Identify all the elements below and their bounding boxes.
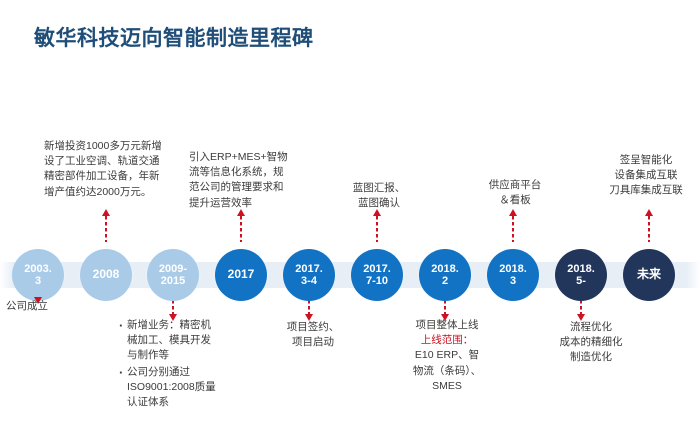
annotation-line: 刀具库集成互联 — [609, 184, 683, 197]
annotation-above-node-7: 供应商平台 ＆看板 — [467, 178, 563, 208]
timeline-node-0[interactable]: 2003. 3 — [12, 249, 64, 301]
annotation-above-node-1: 新增投资1000多万元新增设了工业空调、轨道交通精密部件加工设备，年新增产值约达… — [44, 139, 162, 200]
annotation-below-node-2: 新增业务：精密机械加工、模具开发与制作等公司分别通过ISO9001:2008质量… — [119, 317, 219, 411]
annotation-line: 蓝图确认 — [358, 197, 400, 210]
connector-arrowhead-down — [34, 297, 42, 304]
annotation-line: SMES — [432, 379, 462, 392]
annotation-bullet-item: 公司分别通过ISO9001:2008质量认证体系 — [119, 364, 219, 411]
annotation-line: E10 ERP、智 — [414, 349, 480, 362]
connector-arrowhead-up — [509, 209, 517, 216]
timeline-node-5[interactable]: 2017. 7-10 — [351, 249, 403, 301]
annotation-line: ＆看板 — [499, 194, 531, 207]
connector-line — [105, 216, 107, 242]
annotation-bullet-list: 新增业务：精密机械加工、模具开发与制作等公司分别通过ISO9001:2008质量… — [119, 317, 219, 411]
annotation-line: 蓝图汇报、 — [352, 182, 406, 194]
annotation-line: 上线范围： — [420, 334, 474, 347]
connector-arrowhead-up — [102, 209, 110, 216]
connector-line — [444, 288, 446, 314]
annotation-line: 项目整体上线 — [415, 319, 479, 331]
annotation-below-node-6: 项目整体上线上线范围： E10 ERP、智物流（条码）、 SMES — [397, 318, 497, 394]
page-title: 敏华科技迈向智能制造里程碑 — [34, 27, 314, 51]
annotation-above-node-9: 签呈智能化设备集成互联刀具库集成互联 — [595, 153, 697, 199]
connector-arrowhead-down — [441, 314, 449, 321]
connector-line — [240, 216, 242, 242]
annotation-line: 新增投资1000多万元新增设了工业空调、轨道交通精密部件加工设备，年新增产值约达… — [44, 140, 162, 198]
connector-line — [512, 216, 514, 242]
annotation-line: 流程优化 — [570, 321, 612, 333]
annotation-line: 项目启动 — [292, 336, 334, 349]
connector-arrowhead-down — [305, 314, 313, 321]
annotation-line: 签呈智能化 — [619, 154, 673, 166]
annotation-below-node-4: 项目签约、项目启动 — [265, 320, 361, 350]
annotation-above-node-5: 蓝图汇报、蓝图确认 — [331, 181, 427, 211]
timeline-node-3[interactable]: 2017 — [215, 249, 267, 301]
connector-arrowhead-up — [373, 209, 381, 216]
timeline-node-4[interactable]: 2017. 3-4 — [283, 249, 335, 301]
annotation-line: 物流（条码）、 — [412, 364, 482, 377]
timeline-node-9[interactable]: 未来 — [623, 249, 675, 301]
timeline-node-2[interactable]: 2009- 2015 — [147, 249, 199, 301]
annotation-bullet-item: 新增业务：精密机械加工、模具开发与制作等 — [119, 317, 219, 364]
annotation-line: 供应商平台 — [488, 179, 542, 191]
connector-arrowhead-up — [645, 209, 653, 216]
timeline-node-8[interactable]: 2018. 5- — [555, 249, 607, 301]
annotation-line: 制造优化 — [570, 351, 612, 364]
connector-line — [308, 288, 310, 314]
annotation-line: 成本的精细化 — [559, 336, 623, 349]
annotation-line: 项目签约、 — [286, 321, 340, 333]
connector-arrowhead-up — [237, 209, 245, 216]
connector-line — [376, 216, 378, 242]
timeline-node-7[interactable]: 2018. 3 — [487, 249, 539, 301]
annotation-above-node-3: 引入ERP+MES+智物流等信息化系统，规范公司的管理要求和提升运营效率 — [189, 150, 291, 211]
connector-arrowhead-down — [577, 314, 585, 321]
annotation-line: 引入ERP+MES+智物流等信息化系统，规范公司的管理要求和提升运营效率 — [189, 151, 288, 209]
annotation-below-node-0: 公司成立 — [6, 299, 76, 314]
connector-line — [580, 288, 582, 314]
annotation-below-node-8: 流程优化成本的精细化制造优化 — [541, 320, 641, 366]
timeline-node-1[interactable]: 2008 — [80, 249, 132, 301]
connector-line — [172, 288, 174, 314]
annotation-line: 设备集成互联 — [614, 169, 678, 182]
connector-line — [648, 216, 650, 242]
timeline-node-6[interactable]: 2018. 2 — [419, 249, 471, 301]
annotation-line: 公司成立 — [6, 300, 48, 312]
